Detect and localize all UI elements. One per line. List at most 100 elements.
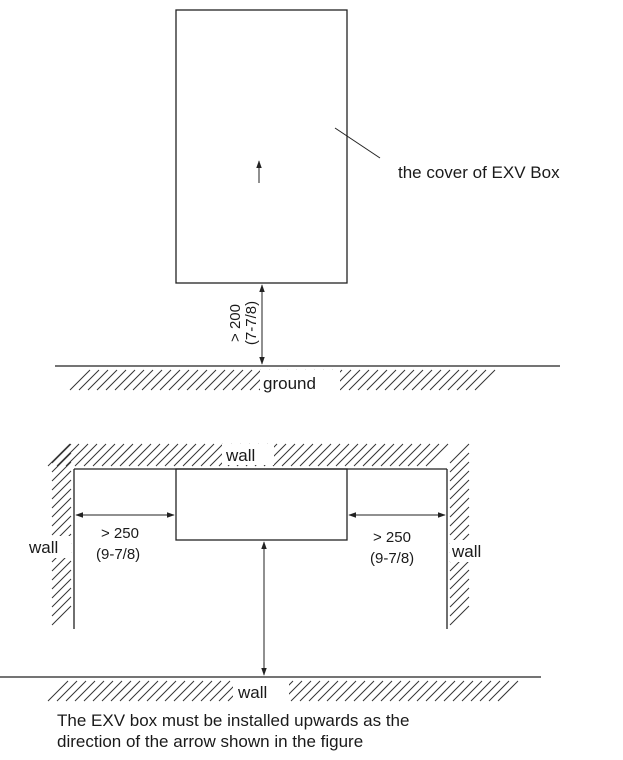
hatch-stroke xyxy=(74,680,96,702)
hatch-stroke xyxy=(420,369,442,391)
hatch-stroke xyxy=(240,369,262,391)
hatch-stroke xyxy=(416,443,440,467)
hatch-stroke xyxy=(449,452,470,473)
hatch-stroke xyxy=(308,680,330,702)
hatch-stroke xyxy=(200,680,222,702)
hatch-stroke xyxy=(164,680,186,702)
hatch-stroke xyxy=(452,680,474,702)
ground-label: ground xyxy=(263,374,316,393)
hatch-stroke xyxy=(150,369,172,391)
left-clearance-inch: (9-7/8) xyxy=(96,546,140,563)
hatch-stroke xyxy=(449,488,470,509)
hatch-stroke xyxy=(443,680,465,702)
hatch-stroke xyxy=(308,443,332,467)
installation-note: The EXV box must be installed upwards as… xyxy=(57,710,617,752)
hatch-stroke xyxy=(281,443,305,467)
hatch-stroke xyxy=(186,369,208,391)
hatch-stroke xyxy=(209,680,231,702)
hatch-stroke xyxy=(200,443,224,467)
hatch-stroke xyxy=(195,369,217,391)
cover-leader-line xyxy=(334,127,381,159)
hatch-stroke xyxy=(326,443,350,467)
left-wall-label: wall xyxy=(28,538,58,557)
hatch-stroke xyxy=(146,680,168,702)
hatch-stroke xyxy=(137,443,161,467)
bottom-wall-label: wall xyxy=(237,683,267,702)
hatch-stroke xyxy=(362,680,384,702)
hatch-stroke xyxy=(69,369,91,391)
hatch-stroke xyxy=(371,443,395,467)
hatch-stroke xyxy=(51,605,72,626)
hatch-stroke xyxy=(429,369,451,391)
hatch-stroke xyxy=(83,680,105,702)
hatch-stroke xyxy=(146,443,170,467)
top-wall-label: wall xyxy=(225,446,255,465)
hatch-stroke xyxy=(416,680,438,702)
hatch-stroke xyxy=(375,369,397,391)
hatch-stroke xyxy=(438,369,460,391)
exv-box-front xyxy=(175,9,348,284)
hatch-stroke xyxy=(479,680,501,702)
hatch-stroke xyxy=(47,443,71,467)
left-wall-hatch xyxy=(51,443,72,626)
hatch-stroke xyxy=(371,680,393,702)
hatch-stroke xyxy=(119,443,143,467)
hatch-stroke xyxy=(465,369,487,391)
hatch-stroke xyxy=(51,569,72,590)
hatch-stroke xyxy=(141,369,163,391)
hatch-stroke xyxy=(119,680,141,702)
hatch-stroke xyxy=(128,680,150,702)
hatch-stroke xyxy=(398,443,422,467)
hatch-stroke xyxy=(137,680,159,702)
hatch-stroke xyxy=(47,680,69,702)
hatch-stroke xyxy=(51,443,72,464)
hatch-stroke xyxy=(51,470,72,491)
hatch-stroke xyxy=(317,680,339,702)
hatch-stroke xyxy=(488,680,510,702)
hatch-stroke xyxy=(213,369,235,391)
hatch-stroke xyxy=(380,680,402,702)
left-clearance-value: > 250 xyxy=(101,525,139,542)
hatch-stroke xyxy=(389,443,413,467)
right-clearance-value: > 250 xyxy=(373,529,411,546)
hatch-stroke xyxy=(449,443,470,464)
hatch-stroke xyxy=(449,479,470,500)
hatch-stroke xyxy=(344,443,368,467)
hatch-stroke xyxy=(449,605,470,626)
hatch-stroke xyxy=(393,369,415,391)
hatch-stroke xyxy=(110,680,132,702)
hatch-stroke xyxy=(51,479,72,500)
hatch-stroke xyxy=(339,369,361,391)
hatch-stroke xyxy=(164,443,188,467)
hatch-stroke xyxy=(425,443,449,467)
hatch-stroke xyxy=(353,443,377,467)
hatch-stroke xyxy=(159,369,181,391)
hatch-stroke xyxy=(56,680,78,702)
hatch-stroke xyxy=(449,506,470,527)
hatch-stroke xyxy=(92,680,114,702)
hatch-stroke xyxy=(132,369,154,391)
hatch-stroke xyxy=(434,680,456,702)
hatch-stroke xyxy=(173,443,197,467)
hatch-stroke xyxy=(470,680,492,702)
hatch-stroke xyxy=(449,560,470,581)
hatch-stroke xyxy=(51,506,72,527)
hatch-stroke xyxy=(177,369,199,391)
hatch-stroke xyxy=(272,443,296,467)
hatch-stroke xyxy=(425,680,447,702)
hatch-stroke xyxy=(51,461,72,482)
hatch-stroke xyxy=(114,369,136,391)
hatch-stroke xyxy=(411,369,433,391)
bottom-view: wall wall wall > 250 (9-7/8) > 250 (9-7/… xyxy=(0,443,541,702)
hatch-stroke xyxy=(407,443,431,467)
hatch-stroke xyxy=(123,369,145,391)
right-wall-hatch xyxy=(449,443,470,626)
hatch-stroke xyxy=(449,578,470,599)
installation-note-line-2: direction of the arrow shown in the figu… xyxy=(57,732,364,751)
hatch-stroke xyxy=(105,369,127,391)
hatch-stroke xyxy=(299,680,321,702)
hatch-stroke xyxy=(474,369,496,391)
hatch-stroke xyxy=(74,443,98,467)
right-wall-label: wall xyxy=(451,542,481,561)
